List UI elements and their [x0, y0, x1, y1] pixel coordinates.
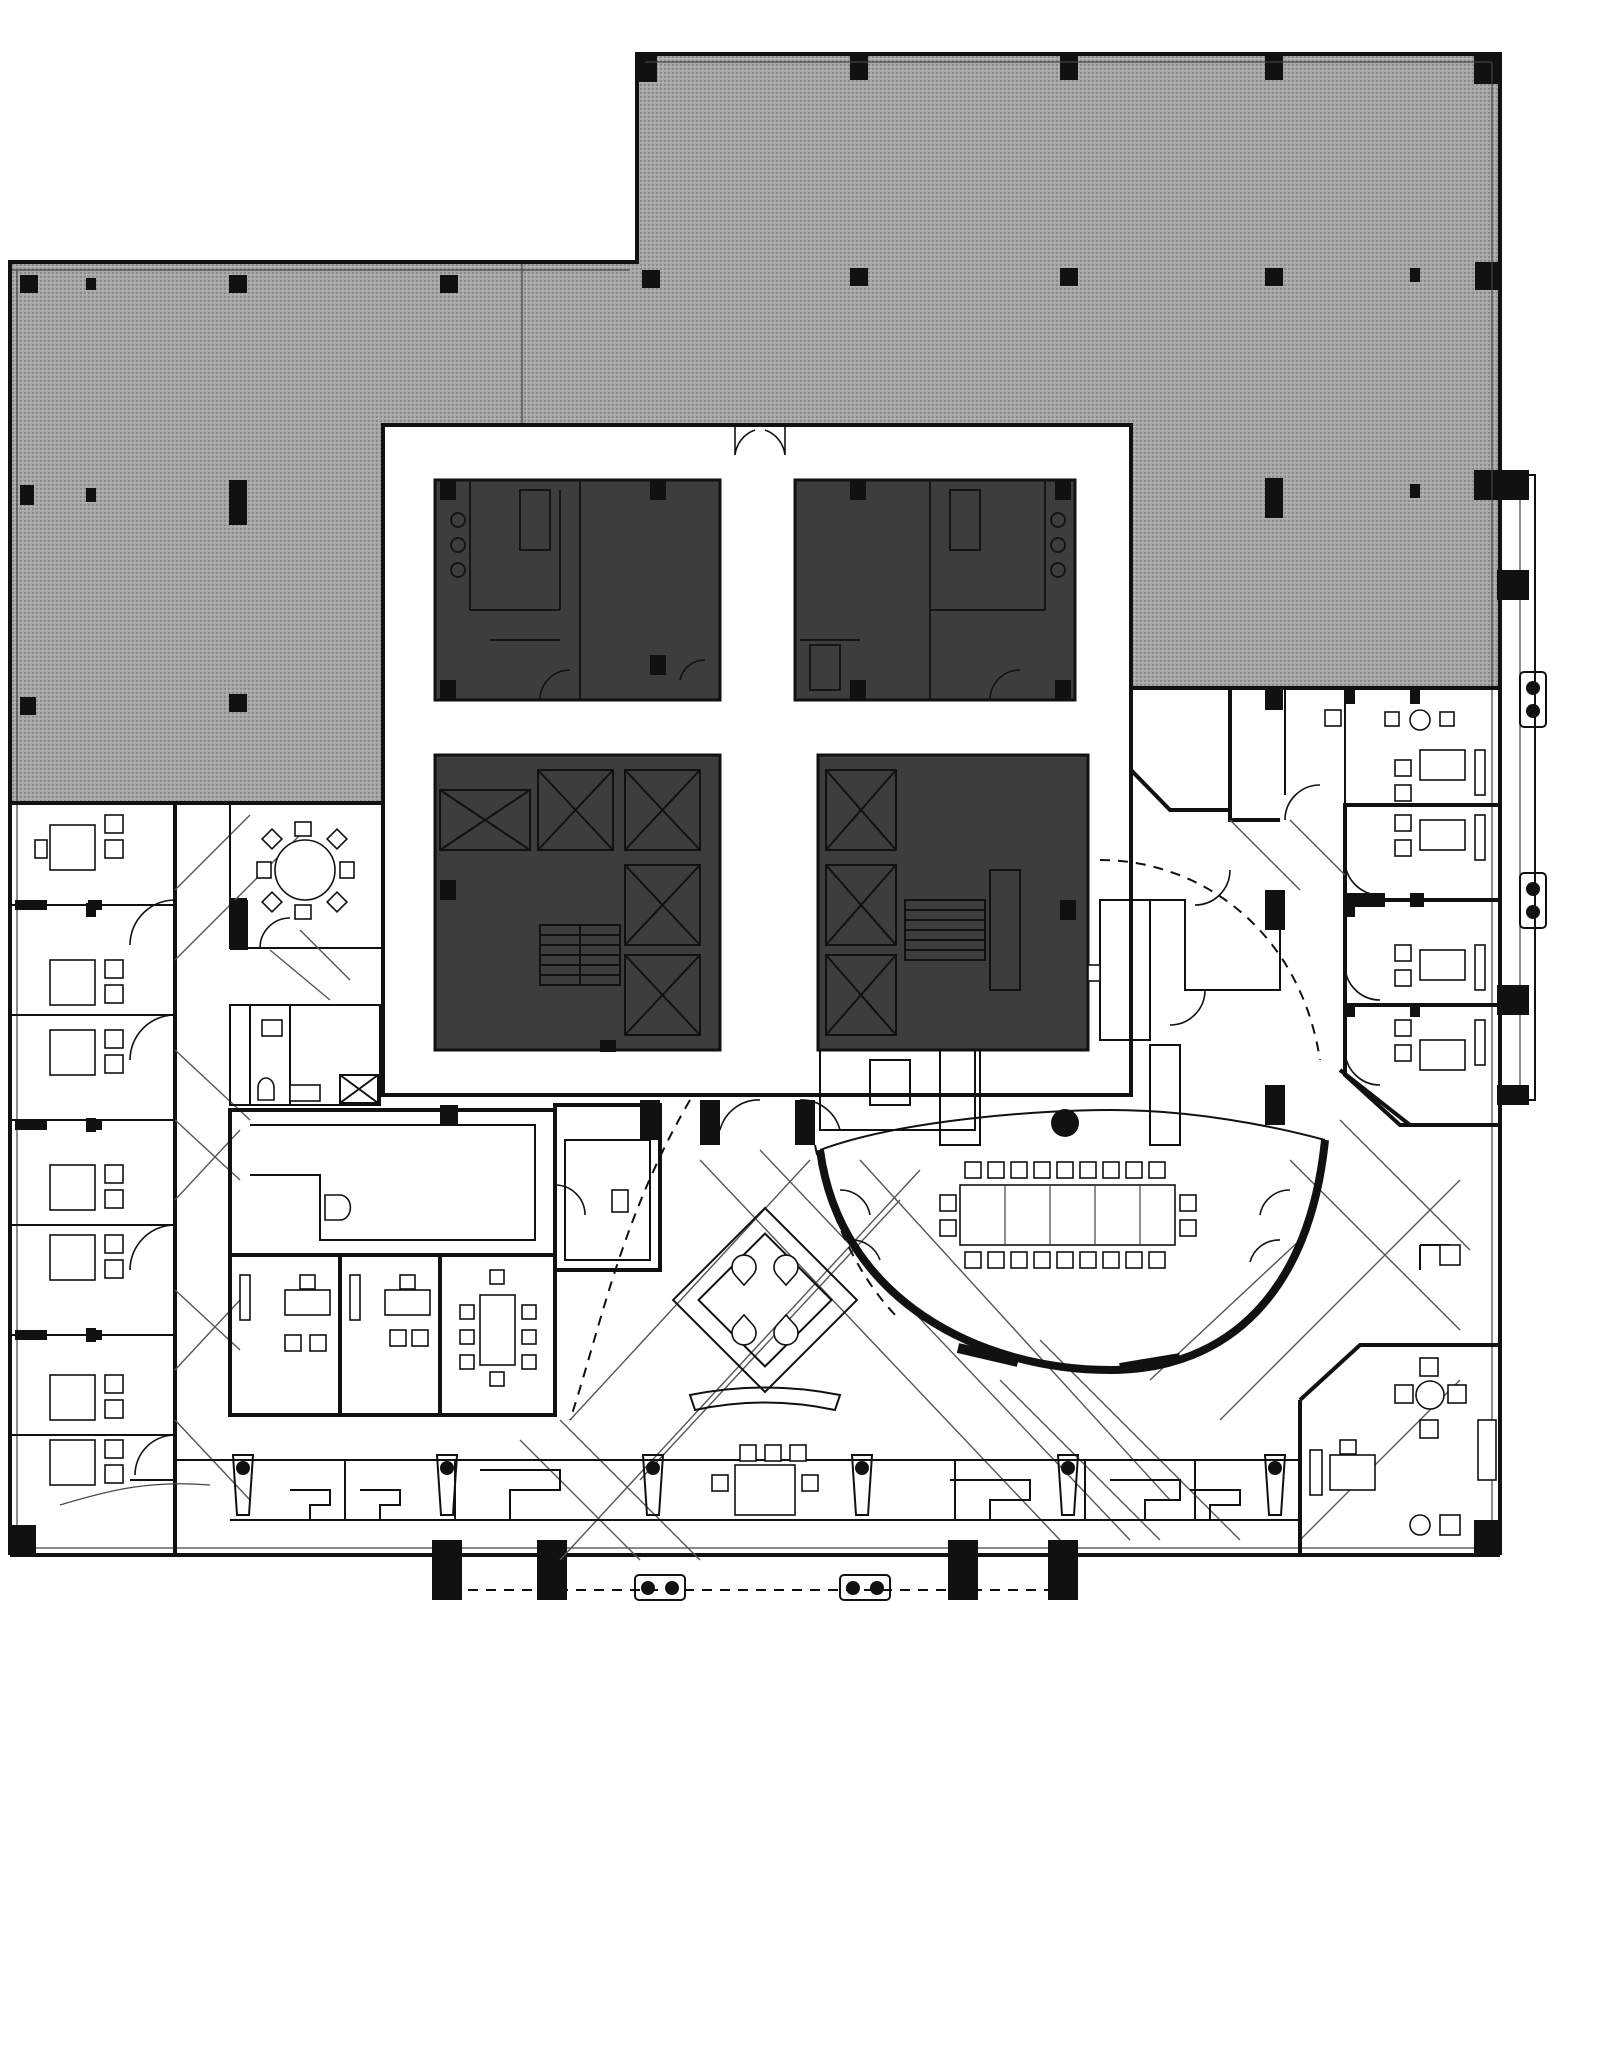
core-restroom-right	[793, 478, 1077, 702]
left-corridor	[129, 814, 301, 1501]
left-office-desks	[15, 814, 124, 1486]
board-chairs-top	[964, 1161, 1166, 1179]
board-room	[814, 1108, 1329, 1375]
core-elevators-left	[433, 753, 722, 1052]
bottom-workstations	[175, 671, 1547, 1601]
round-conference-room	[229, 802, 384, 950]
right-private-offices	[1129, 686, 1502, 1555]
utility-rooms	[229, 929, 381, 1106]
core-elevators-right	[816, 753, 1090, 1052]
structural-columns	[20, 52, 1500, 715]
core-restroom-left	[433, 478, 722, 702]
workroom-and-offices	[228, 1100, 662, 1417]
board-chairs-bottom	[964, 1251, 1166, 1269]
reception-lobby	[519, 1099, 1471, 1561]
service-rooms	[819, 859, 1321, 1146]
column-lamps	[231, 1454, 1287, 1516]
